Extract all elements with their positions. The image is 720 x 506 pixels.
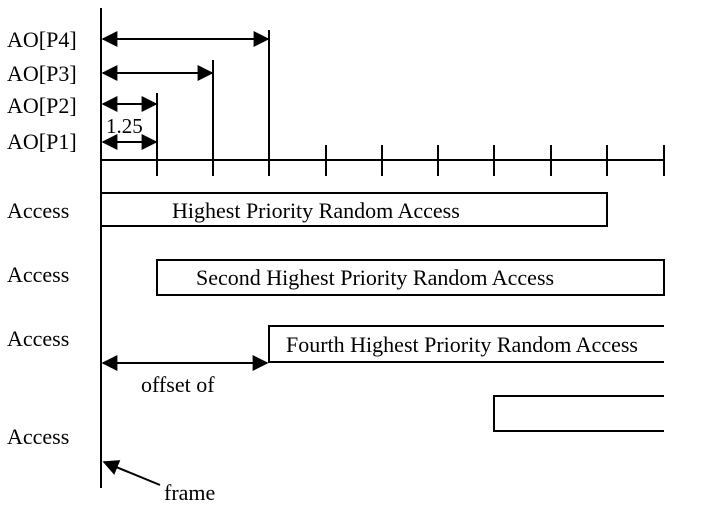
second-highest-priority-box [156, 259, 665, 296]
access-label-3: Access [7, 326, 70, 351]
ao-p1-label: AO[P1] [7, 129, 77, 154]
second-highest-priority-text: Second Highest Priority Random Access [196, 265, 555, 290]
fifth-access-box [493, 395, 664, 432]
ao-p4-label: AO[P4] [7, 27, 77, 52]
highest-priority-text: Highest Priority Random Access [172, 198, 460, 223]
interval-label: 1.25 [106, 114, 143, 138]
frame-label: frame [164, 480, 216, 505]
offset-label: offset of [141, 372, 215, 397]
access-label-2: Access [7, 262, 70, 287]
highest-priority-box [100, 192, 608, 227]
access-label-1: Access [7, 198, 70, 223]
fourth-highest-priority-box [268, 325, 664, 363]
ao-p2-label: AO[P2] [7, 93, 77, 118]
ao-p3-label: AO[P3] [7, 61, 77, 86]
frame-pointer-arrow [102, 460, 161, 486]
fourth-highest-priority-text: Fourth Highest Priority Random Access [286, 332, 638, 357]
access-label-4: Access [7, 424, 70, 449]
